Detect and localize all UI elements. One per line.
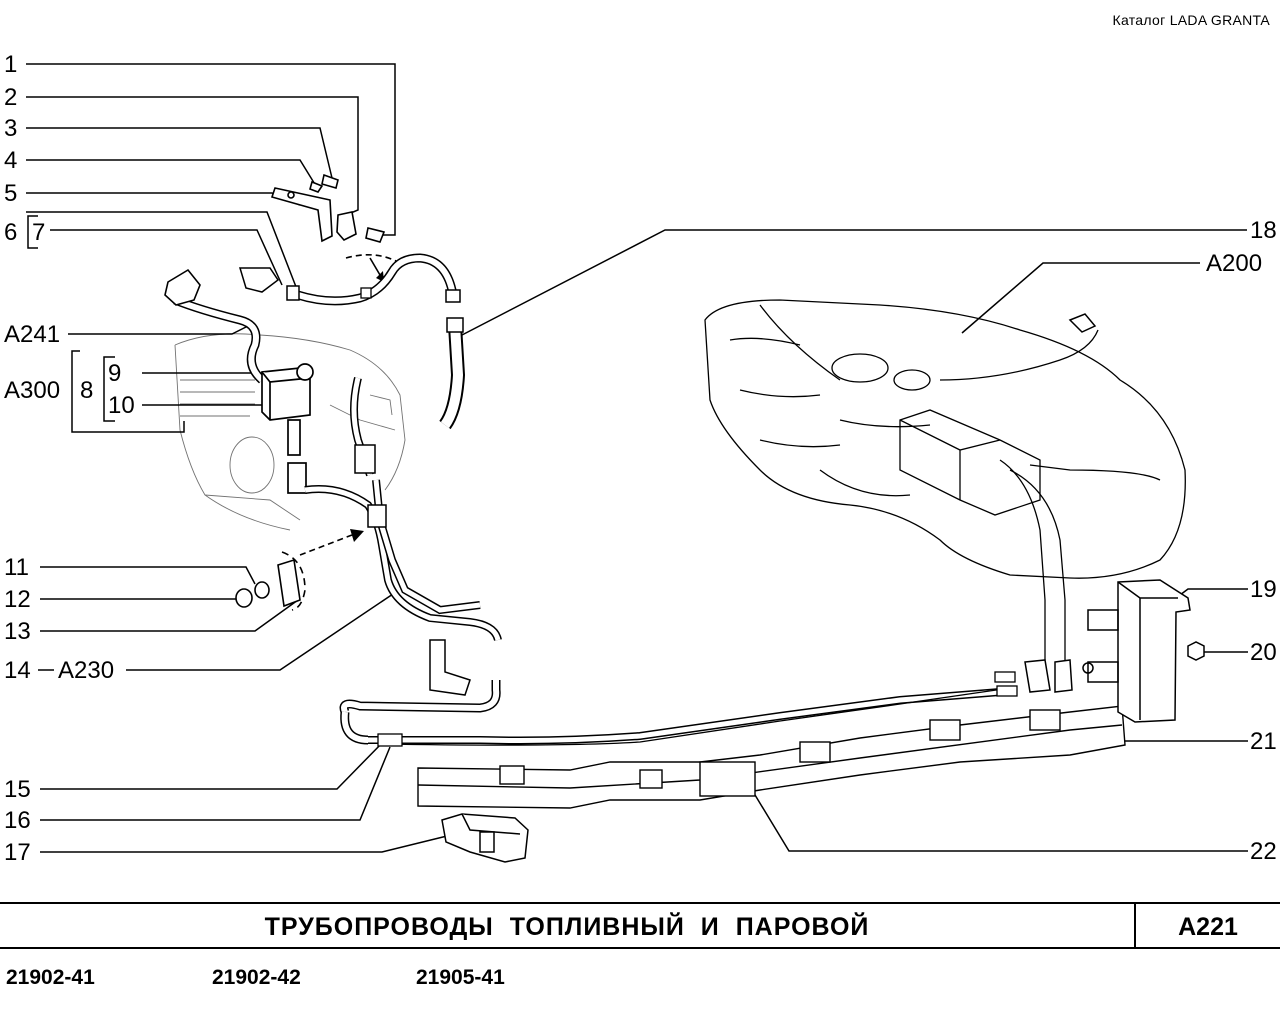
underbody-lines (368, 671, 1018, 747)
page-title: ТРУБОПРОВОДЫ ТОПЛИВНЫЙ И ПАРОВОЙ (264, 913, 870, 941)
callout-a241: A241 (4, 321, 60, 348)
callout-3: 3 (4, 115, 17, 142)
arrow-7 (369, 257, 381, 276)
callout-8: 8 (80, 377, 93, 404)
callout-12: 12 (4, 586, 31, 613)
tank-connectors (1024, 313, 1097, 693)
callout-1: 1 (4, 51, 17, 78)
catalog-header: Каталог LADA GRANTA (1112, 12, 1270, 28)
callout-4: 4 (4, 147, 17, 174)
title-block: ТРУБОПРОВОДЫ ТОПЛИВНЫЙ И ПАРОВОЙ A221 (0, 902, 1280, 949)
fuel-tank (704, 299, 1186, 660)
bracket-parts (270, 173, 399, 263)
title-divider (1134, 904, 1136, 947)
callout-17: 17 (4, 839, 31, 866)
callout-13: 13 (4, 618, 31, 645)
callout-brackets (27, 215, 185, 433)
line-a230 (304, 377, 502, 745)
callout-11: 11 (4, 554, 29, 581)
model-code-3: 21905-41 (416, 966, 505, 989)
callout-20: 20 (1250, 639, 1277, 666)
callout-14: 14 (4, 657, 31, 684)
shield-19 (1087, 579, 1191, 723)
callout-10: 10 (108, 392, 135, 419)
callout-a200: A200 (1206, 250, 1262, 277)
engine-compartment (174, 333, 406, 531)
arrow-13-head (350, 529, 364, 542)
hose-6 (286, 253, 461, 306)
callout-7: 7 (32, 219, 45, 246)
nut-20 (1187, 641, 1205, 661)
callout-9: 9 (108, 360, 121, 387)
leader-lines (26, 63, 1248, 853)
callout-16: 16 (4, 807, 31, 834)
callout-6: 6 (4, 219, 17, 246)
hose-18 (439, 317, 466, 430)
line-a241 (164, 267, 280, 384)
model-code-2: 21902-42 (212, 966, 301, 989)
callout-5: 5 (4, 180, 17, 207)
page-code: A221 (1178, 913, 1238, 941)
model-code-1: 21902-41 (6, 966, 95, 989)
clip-17 (441, 813, 529, 863)
callout-2: 2 (4, 84, 17, 111)
callout-15: 15 (4, 776, 31, 803)
arrow-13 (299, 534, 353, 556)
callout-a300: A300 (4, 377, 60, 404)
callout-22: 22 (1250, 838, 1277, 865)
callout-21: 21 (1250, 728, 1277, 755)
callout-labels: 1 2 3 4 5 6 7 A241 9 A300 8 10 11 12 13 … (4, 51, 1277, 866)
callout-19: 19 (1250, 576, 1277, 603)
callout-a230: A230 (58, 657, 114, 684)
line-guard (417, 705, 1126, 809)
fuel-filter-8 (261, 363, 314, 494)
clip-parts (235, 551, 306, 611)
callout-18: 18 (1250, 217, 1277, 244)
